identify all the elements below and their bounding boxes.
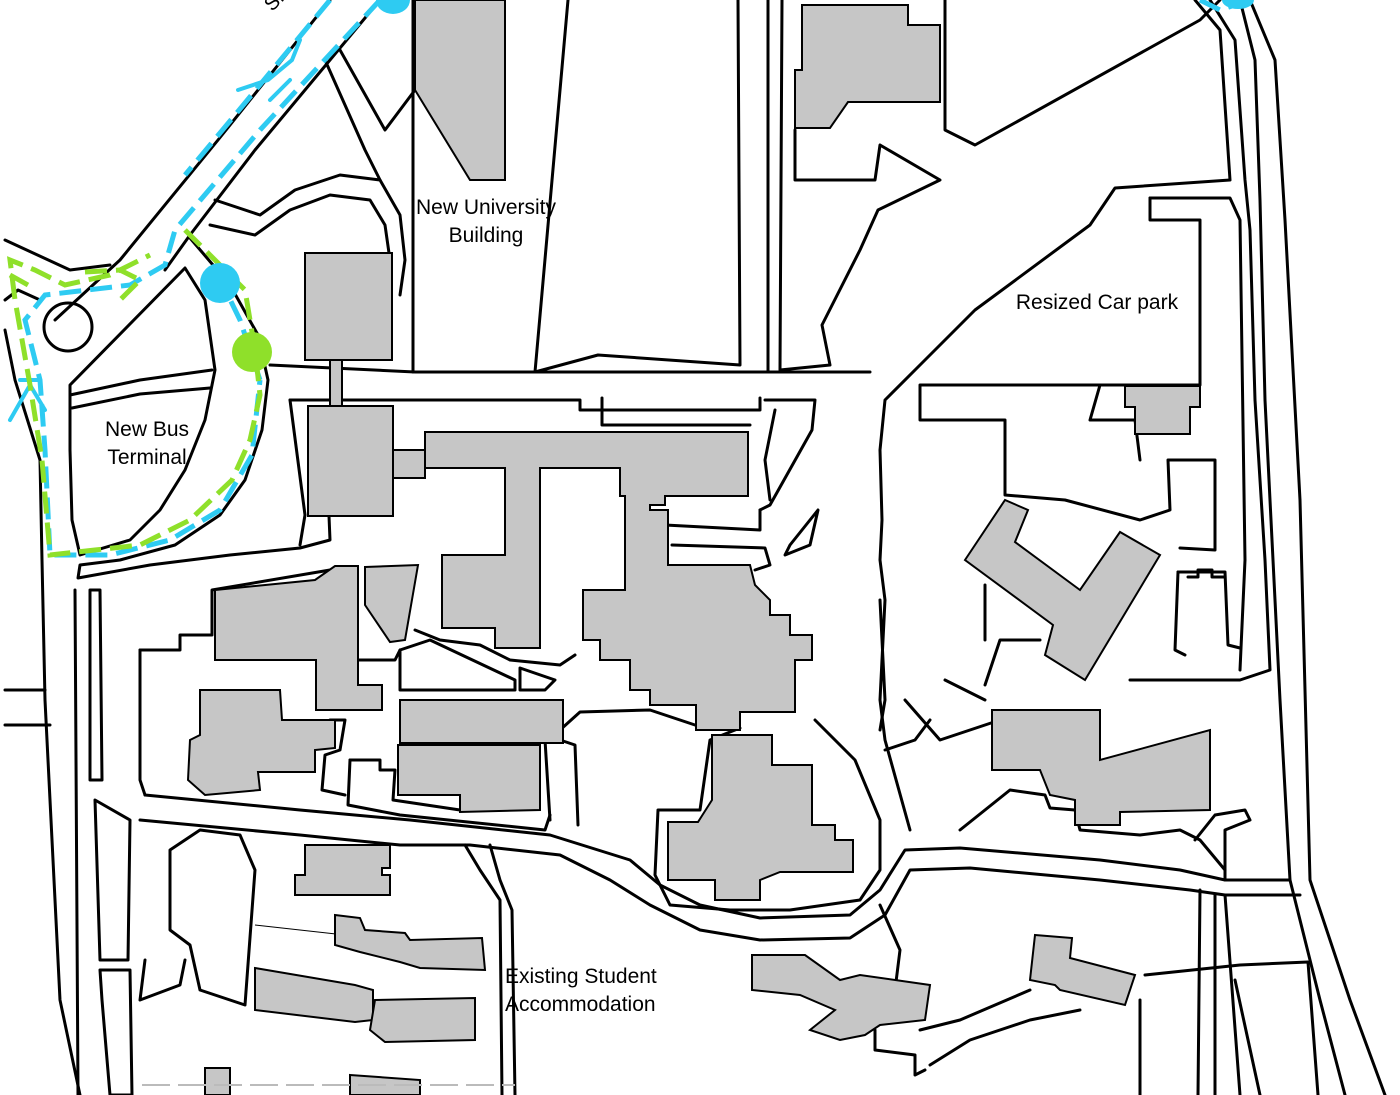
building bbox=[307, 405, 394, 517]
accommodation-block bbox=[334, 913, 487, 972]
buildings bbox=[186, 0, 1242, 1095]
building bbox=[1028, 933, 1137, 1007]
link-bridge bbox=[329, 359, 343, 407]
bus-stop-marker-partial bbox=[1222, 0, 1254, 9]
bus-stop-marker[interactable] bbox=[200, 263, 240, 303]
building bbox=[794, 4, 941, 129]
accommodation-block bbox=[368, 996, 476, 1044]
accommodation-block bbox=[254, 966, 374, 1024]
resized-car-park-label: Resized Car park bbox=[1015, 291, 1179, 314]
central-building-complex bbox=[424, 431, 813, 731]
new-university-building-label: New University Building bbox=[415, 196, 557, 247]
green-route-marker[interactable] bbox=[232, 332, 272, 372]
building bbox=[392, 449, 426, 479]
new-bus-terminal-label: New Bus Terminal bbox=[104, 418, 190, 469]
accommodation-block bbox=[204, 1067, 231, 1095]
building bbox=[397, 744, 541, 814]
new-university-building-footprint bbox=[414, 0, 506, 181]
building bbox=[364, 563, 420, 644]
bus-stop-marker-partial bbox=[376, 0, 410, 14]
building bbox=[304, 252, 393, 361]
building bbox=[751, 954, 932, 1042]
bus-route bbox=[8, 0, 1251, 558]
building bbox=[667, 734, 854, 901]
building bbox=[399, 699, 564, 744]
building bbox=[991, 709, 1211, 826]
accommodation-block bbox=[294, 844, 391, 896]
building bbox=[186, 689, 336, 797]
building bbox=[963, 498, 1162, 682]
building bbox=[214, 565, 383, 711]
building bbox=[1124, 385, 1201, 435]
existing-student-accommodation-label: Existing Student Accommodation bbox=[505, 965, 657, 1016]
road-network bbox=[3, 0, 1387, 1095]
